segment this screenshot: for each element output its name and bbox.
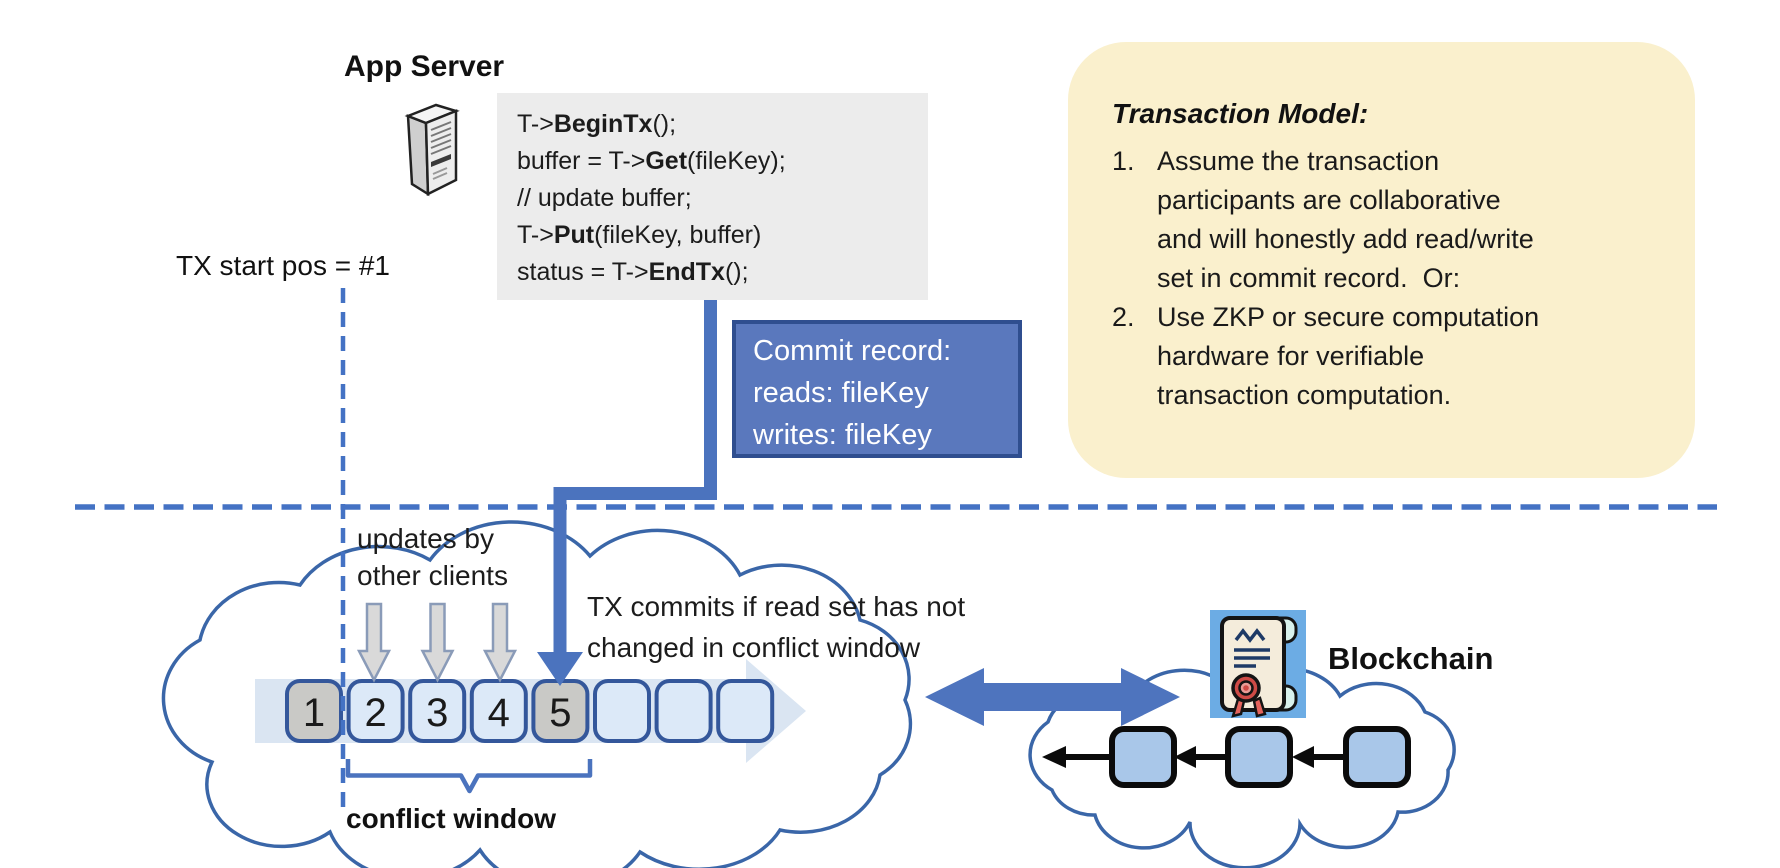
smart-contract-scroll-icon (1210, 610, 1306, 718)
transaction-model-box: Transaction Model: 1. Assume the transac… (1068, 42, 1695, 478)
conflict-window-label: conflict window (346, 803, 556, 834)
slot-4 (469, 679, 528, 743)
transaction-model-title: Transaction Model: (1112, 98, 1369, 129)
app-server-title: App Server (344, 50, 505, 83)
block (1343, 726, 1411, 788)
conflict-window-bracket (345, 759, 593, 794)
update-arrow-icon (356, 602, 392, 683)
update-arrow-icon (482, 602, 518, 683)
slot-6 (593, 679, 651, 743)
transaction-code-block: T->BeginTx();buffer = T->Get(fileKey);//… (497, 93, 928, 300)
slot-number: 3 (426, 691, 448, 735)
updates-by-other-clients-label: updates by other clients (357, 523, 508, 591)
update-arrow-icon (420, 602, 455, 683)
transaction-model-item: 2. Use ZKP or secure computation hardwar… (1112, 298, 1659, 415)
commit-connector-arrowhead (537, 652, 583, 686)
tx-commit-condition-label: TX commits if read set has not changed i… (587, 591, 966, 663)
slot-number: 1 (303, 691, 325, 735)
item-text: Use ZKP or secure computation hardware f… (1157, 302, 1540, 410)
commit-record-box: Commit record: reads: fileKey writes: fi… (732, 320, 1022, 458)
commit-connector (553, 296, 717, 654)
slot-number: 4 (488, 691, 510, 735)
tx-start-pos-label: TX start pos = #1 (176, 250, 390, 281)
blockchain-label: Blockchain (1328, 641, 1494, 676)
block (1225, 726, 1293, 788)
item-number: 1. (1112, 146, 1135, 176)
chain-link-arrows (1042, 746, 1344, 768)
sync-double-arrow (925, 668, 1180, 726)
transaction-model-item: 1. Assume the transaction participants a… (1112, 142, 1659, 298)
item-text: Assume the transaction participants are … (1157, 146, 1534, 293)
slot-number: 2 (364, 691, 386, 735)
ledger-slot-numbers: 1 2 3 4 5 (303, 691, 572, 735)
block (1109, 726, 1177, 788)
slot-8 (716, 679, 775, 743)
item-number: 2. (1112, 302, 1135, 332)
ledger-slots (285, 679, 775, 743)
slot-2 (346, 679, 405, 743)
update-arrows (356, 602, 518, 683)
server-icon (404, 103, 460, 197)
slot-7 (654, 679, 713, 743)
slot-number: 5 (549, 691, 571, 735)
blockchain-blocks (1042, 726, 1411, 788)
